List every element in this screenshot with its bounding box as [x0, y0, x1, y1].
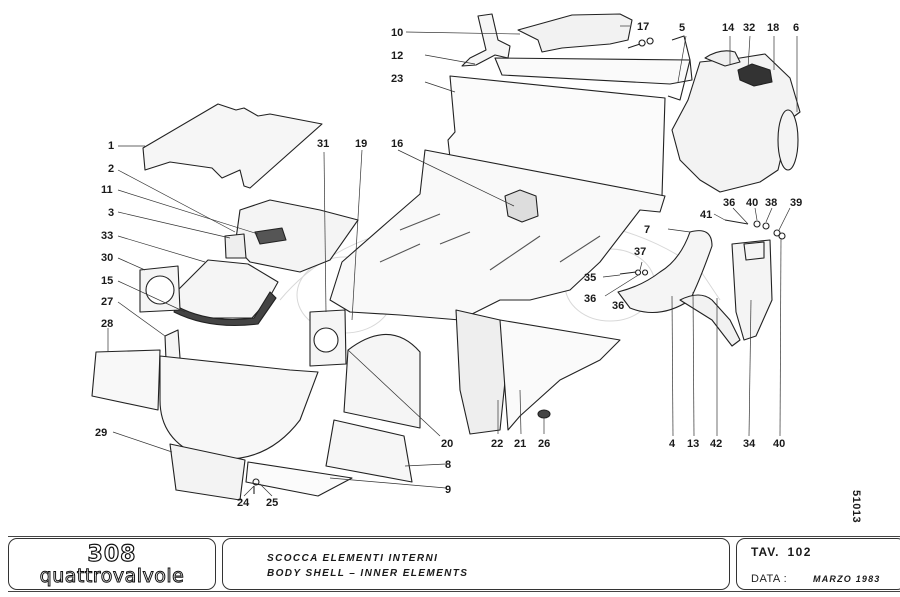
- callout-c40b: 40: [773, 438, 786, 450]
- callout-c9: 9: [445, 484, 452, 496]
- part-11-switch-block: [254, 227, 287, 245]
- bolt-17: [627, 37, 654, 49]
- floor-ribs: [379, 213, 601, 271]
- logo-name: quattrovalvole: [39, 565, 185, 588]
- screw-25: [252, 478, 260, 486]
- description-english: BODY SHELL – INNER ELEMENTS: [267, 568, 469, 579]
- part-7-hose: [617, 230, 713, 313]
- callout-c25: 25: [266, 497, 279, 509]
- callout-c24: 24: [237, 497, 250, 509]
- callout-c3: 3: [108, 207, 115, 219]
- part-10-bracket: [461, 13, 511, 67]
- callout-c42: 42: [710, 438, 723, 450]
- callout-c41: 41: [700, 209, 713, 221]
- document-code: 51013: [850, 490, 862, 524]
- callout-c13: 13: [687, 438, 700, 450]
- callout-c12: 12: [391, 50, 404, 62]
- part-16-bracket: [504, 189, 539, 223]
- callout-c33: 33: [101, 230, 114, 242]
- callout-c30: 30: [101, 252, 114, 264]
- part-14-cap: [704, 50, 741, 67]
- callout-c8: 8: [445, 459, 452, 471]
- bolt-41: [724, 219, 749, 225]
- floor-pan: [329, 149, 666, 321]
- washer-40b: [778, 232, 786, 240]
- divider-top: [8, 536, 900, 537]
- part-6-duct: [777, 109, 799, 171]
- part-17-panel: [517, 13, 633, 53]
- callout-c16: 16: [391, 138, 404, 150]
- table-info-box: TAV. 102 DATA : MARZO 1983: [736, 538, 900, 590]
- date-label: DATA :: [751, 573, 788, 585]
- date-value: MARZO 1983: [813, 574, 881, 584]
- part-29-lower: [169, 443, 246, 501]
- part-34-duct: [731, 239, 773, 341]
- callout-c1: 1: [108, 140, 115, 152]
- part-32-plate: [737, 63, 773, 87]
- callout-c36a: 36: [723, 197, 736, 209]
- divider-bottom: [8, 591, 900, 592]
- callout-c23: 23: [391, 73, 404, 85]
- callout-c2: 2: [108, 163, 115, 175]
- part-13-hose: [679, 294, 741, 347]
- washer-38: [762, 222, 770, 230]
- part-9-plate: [245, 461, 353, 497]
- callout-c32: 32: [743, 22, 756, 34]
- callout-c21: 21: [514, 438, 527, 450]
- callout-c37: 37: [634, 246, 647, 258]
- part-3-panel: [224, 233, 247, 259]
- callout-c31: 31: [317, 138, 330, 150]
- callout-c5: 5: [679, 22, 686, 34]
- description-box: SCOCCA ELEMENTI INTERNI BODY SHELL – INN…: [222, 538, 730, 590]
- callout-c14: 14: [722, 22, 735, 34]
- callout-c6: 6: [793, 22, 800, 34]
- part-15-seal: [173, 291, 277, 326]
- table-number-value: 102: [787, 545, 812, 559]
- callout-c4: 4: [669, 438, 676, 450]
- callout-c36b: 36: [584, 293, 597, 305]
- washer-40: [753, 220, 761, 228]
- callout-c18: 18: [767, 22, 780, 34]
- callout-c39: 39: [790, 197, 803, 209]
- callout-c38: 38: [765, 197, 778, 209]
- callout-c20: 20: [441, 438, 454, 450]
- part-8-flap: [325, 419, 413, 483]
- callout-c40a: 40: [746, 197, 759, 209]
- part-31-opening: [313, 327, 339, 353]
- part-34-flange: [743, 241, 765, 261]
- part-1-cover: [142, 103, 323, 189]
- logo-model: 308: [87, 541, 137, 567]
- part-28-flap: [91, 349, 161, 411]
- part-18-wheelhouse: [671, 53, 801, 193]
- title-block: 308 quattrovalvole SCOCCA ELEMENTI INTER…: [0, 536, 900, 592]
- description-italian: SCOCCA ELEMENTI INTERNI: [267, 553, 439, 564]
- callout-c35: 35: [584, 272, 597, 284]
- callout-c36c: 36: [612, 300, 625, 312]
- callout-c22: 22: [491, 438, 504, 450]
- callout-c19: 19: [355, 138, 368, 150]
- table-label: TAV.: [751, 545, 780, 559]
- callout-c27: 27: [101, 296, 114, 308]
- exploded-parts-diagram: [91, 13, 801, 501]
- leader-lines: [107, 25, 798, 497]
- washer-39: [773, 229, 781, 237]
- table-number: TAV. 102: [751, 545, 812, 559]
- callout-c26: 26: [538, 438, 551, 450]
- callout-c11: 11: [101, 184, 113, 196]
- part-20-arch: [343, 333, 421, 429]
- part-5-bracket: [667, 35, 691, 101]
- callout-c10: 10: [391, 27, 404, 39]
- logo-box: 308 quattrovalvole: [8, 538, 216, 590]
- callout-c28: 28: [101, 318, 114, 330]
- part-12-rail: [494, 57, 693, 85]
- callout-c15: 15: [101, 275, 114, 287]
- callout-c29: 29: [95, 427, 108, 439]
- callout-c34: 34: [743, 438, 756, 450]
- callout-c17: 17: [637, 21, 650, 33]
- callout-c7: 7: [644, 224, 651, 236]
- part-21-floor: [499, 319, 621, 431]
